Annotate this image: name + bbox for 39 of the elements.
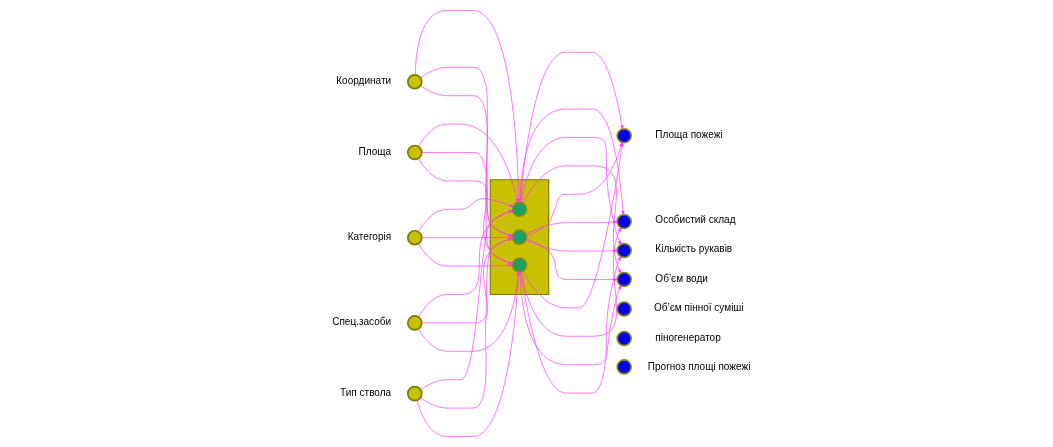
node-label: Спец.засоби — [331, 316, 391, 328]
arrow — [525, 238, 617, 281]
arrow — [524, 239, 617, 253]
node-circle — [615, 359, 632, 375]
arrow — [519, 256, 621, 365]
node-label: піногенератор — [654, 331, 721, 343]
node-label: Кількість рукавів — [654, 243, 732, 255]
node-label: Тип ствола — [339, 387, 391, 399]
arrow — [417, 271, 520, 352]
node-label: Особистий склад — [654, 213, 736, 225]
arrow — [524, 220, 617, 235]
arrow — [416, 271, 520, 437]
node-circle — [406, 385, 423, 402]
node-circle — [406, 73, 423, 90]
arrow — [421, 152, 513, 237]
cluster — [489, 179, 549, 296]
arrow — [417, 198, 513, 232]
node-circle — [511, 229, 527, 245]
node-circle — [615, 301, 632, 317]
node-circle — [406, 229, 423, 246]
arrow — [522, 165, 621, 274]
node-label: Площа пожежі — [654, 129, 723, 141]
node-circle — [511, 257, 527, 273]
arrow — [520, 227, 621, 337]
node-label: Об’єм пінної суміші — [653, 302, 744, 314]
node-circle — [615, 128, 632, 144]
node-circle — [615, 330, 632, 347]
node-label: Координати — [335, 75, 391, 87]
node-label: Категорія — [347, 231, 391, 243]
arrow — [419, 66, 513, 237]
arrow — [520, 271, 621, 394]
arrow — [417, 243, 513, 267]
arrow — [520, 137, 621, 245]
node-circle — [406, 315, 423, 331]
node-circle — [406, 144, 423, 161]
node-label: Об’єм води — [654, 272, 708, 284]
node-label: Площа — [358, 145, 391, 157]
node-label: Прогноз площі пожежі — [647, 361, 750, 373]
node-circle — [511, 201, 527, 218]
